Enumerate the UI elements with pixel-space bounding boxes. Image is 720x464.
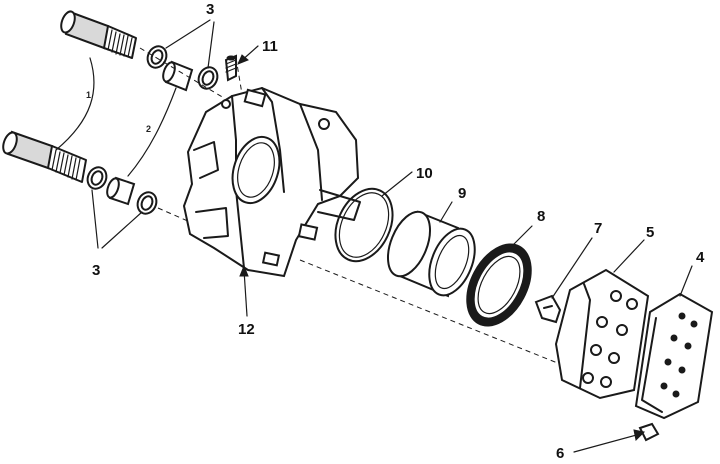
bushing-seal-lower-left bbox=[86, 166, 108, 190]
bushing-seal-lower-right bbox=[136, 191, 158, 215]
assembly-axes bbox=[139, 47, 561, 365]
callout-10: 10 bbox=[416, 165, 433, 182]
callout-9: 9 bbox=[458, 185, 466, 202]
callout-3-top: 3 bbox=[206, 1, 214, 18]
callout-8: 8 bbox=[537, 208, 545, 225]
piston bbox=[387, 210, 476, 298]
sleeve-bracket bbox=[127, 87, 177, 177]
outer-brake-pad bbox=[634, 292, 714, 420]
leader-12 bbox=[243, 269, 248, 317]
bleeder-screw bbox=[224, 54, 237, 82]
caliper-housing bbox=[182, 86, 361, 278]
callout-6: 6 bbox=[556, 445, 564, 462]
callout-4: 4 bbox=[696, 249, 705, 266]
sleeve-lower bbox=[106, 176, 136, 206]
bushing-seal-upper-right bbox=[197, 66, 219, 90]
pad-retainer-clip bbox=[638, 422, 660, 442]
bushing-seal-upper-left bbox=[146, 45, 168, 69]
inner-brake-pad bbox=[554, 268, 650, 400]
guide-pin-upper bbox=[60, 10, 137, 59]
anti-rattle-clip bbox=[534, 294, 562, 324]
callout-5: 5 bbox=[646, 224, 654, 241]
leader-lines bbox=[91, 19, 693, 453]
piston-seal bbox=[334, 187, 394, 263]
callout-3-bottom: 3 bbox=[92, 262, 100, 279]
sub-label-2: 2 bbox=[146, 124, 151, 134]
callout-12: 12 bbox=[238, 321, 255, 338]
callout-7: 7 bbox=[594, 220, 602, 237]
guide-pin-lower bbox=[2, 130, 87, 183]
sleeve-upper bbox=[162, 60, 194, 92]
dust-boot bbox=[466, 243, 532, 327]
guide-pin-bracket bbox=[55, 57, 95, 151]
callout-11: 11 bbox=[262, 38, 278, 55]
sub-label-1: 1 bbox=[86, 90, 91, 100]
